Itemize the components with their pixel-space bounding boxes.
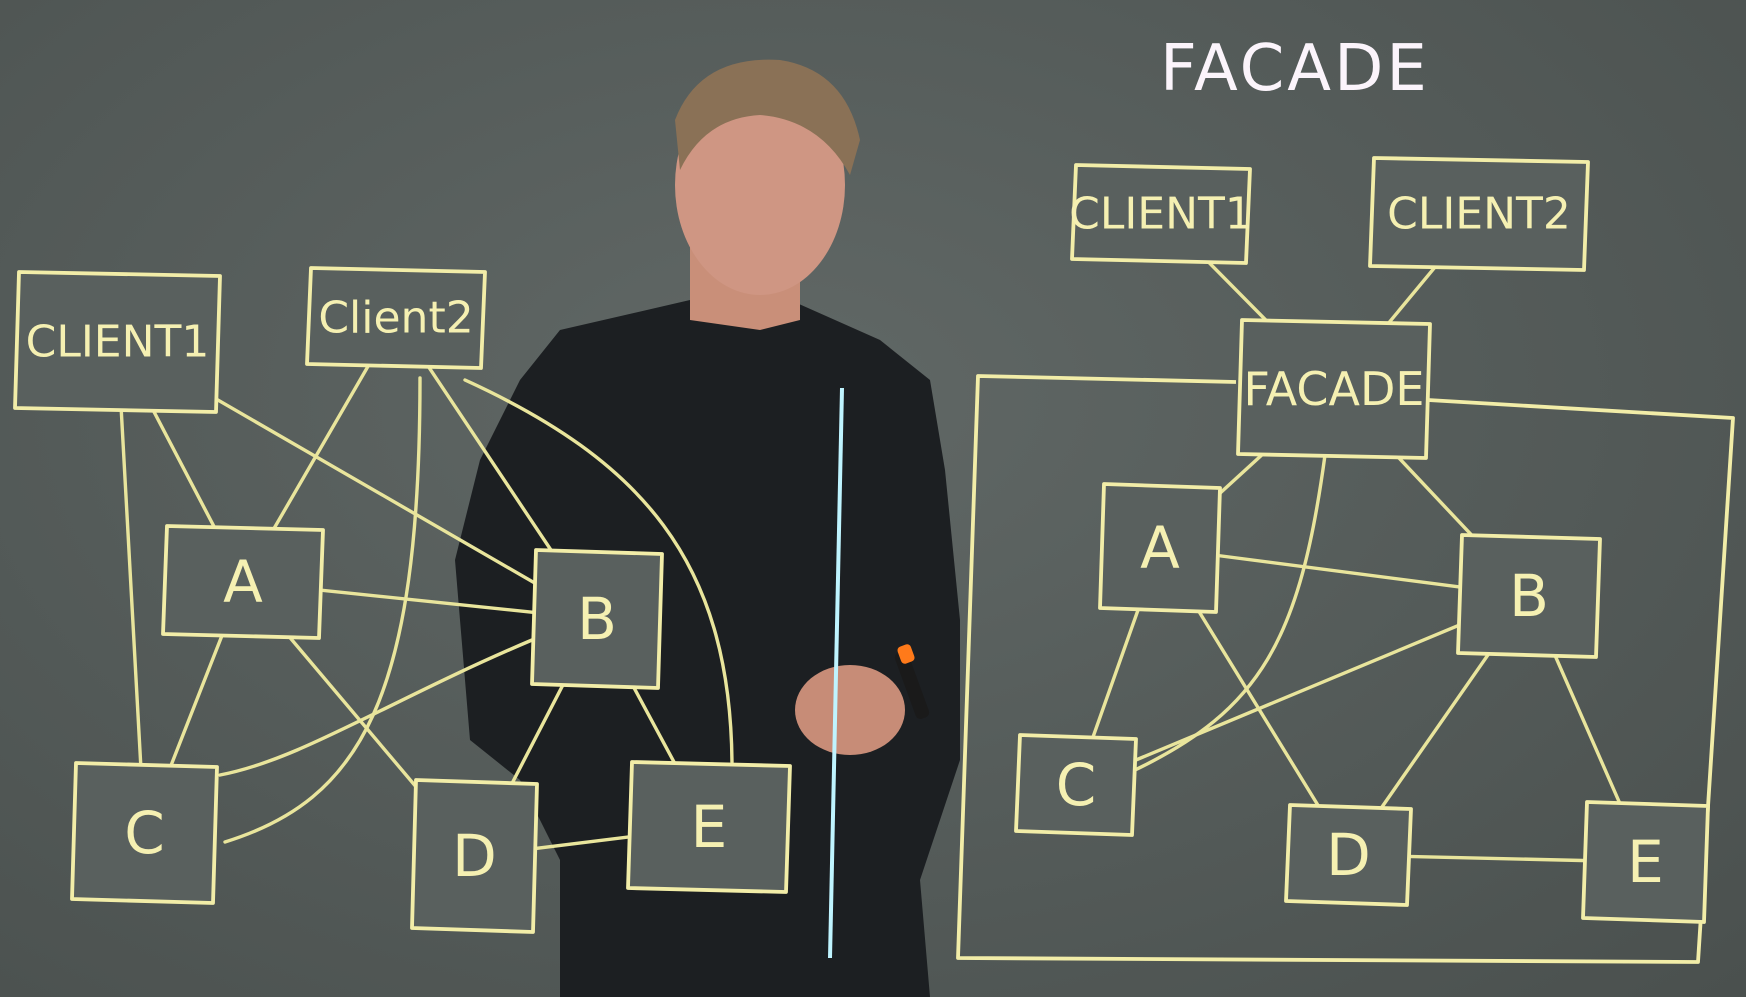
presenter-head — [675, 75, 845, 295]
left-node-client1-fill — [15, 272, 220, 412]
page-title: FACADE — [1160, 32, 1430, 106]
left-node-a-fill — [163, 526, 323, 638]
left-node-client1-label: CLIENT1 — [26, 317, 210, 368]
left-node-a-box — [161, 524, 325, 640]
right-node-d-label: D — [1326, 821, 1371, 889]
right-node-e: E — [1581, 800, 1710, 924]
left-node-client2-label: Client2 — [318, 293, 473, 344]
right-node-a-box — [1098, 482, 1222, 614]
left-node-c-label: C — [124, 799, 165, 867]
right-edge-facade-C — [1133, 453, 1327, 772]
left-node-client1-box — [13, 270, 222, 414]
left-node-d-fill — [412, 780, 537, 932]
right-node-client2-box — [1368, 156, 1590, 272]
right-node-b-fill — [1458, 535, 1600, 657]
left-node-d-box — [410, 778, 539, 934]
right-node-client2-fill — [1370, 158, 1588, 270]
right-node-e-box — [1581, 800, 1710, 924]
right-node-b-label: B — [1509, 562, 1549, 630]
right-node-e-label: E — [1627, 828, 1664, 896]
right-node-c-box — [1014, 733, 1138, 837]
right-node-b: B — [1456, 533, 1602, 659]
right-node-d-fill — [1286, 805, 1411, 905]
left-node-c: C — [70, 761, 219, 905]
right-node-facade-fill — [1238, 320, 1430, 458]
divider-line — [828, 387, 844, 959]
left-node-b-box — [530, 548, 664, 690]
left-node-c-fill — [72, 763, 217, 903]
right-node-a-label: A — [1140, 514, 1180, 582]
right-node-facade-label: FACADE — [1244, 362, 1425, 416]
right-node-d-box — [1284, 803, 1413, 907]
subsystem-boundary — [956, 374, 1735, 964]
right-node-client1: CLIENT1 — [1069, 163, 1253, 265]
right-node-a: A — [1098, 482, 1222, 614]
left-node-a: A — [161, 524, 325, 640]
left-node-client2-box — [305, 266, 487, 370]
right-edge-B-C — [1074, 594, 1531, 787]
right-node-c: C — [1014, 733, 1138, 837]
right-node-d: D — [1284, 803, 1413, 907]
right-node-b-box — [1456, 533, 1602, 659]
left-node-e-box — [626, 760, 792, 894]
left-edge-client1-C — [115, 340, 147, 835]
right-node-c-label: C — [1056, 751, 1097, 819]
right-node-facade: FACADE — [1236, 318, 1432, 460]
left-node-d: D — [410, 778, 539, 934]
left-node-client2-fill — [307, 268, 485, 368]
right-node-client1-fill — [1072, 165, 1250, 263]
right-node-facade-box — [1236, 318, 1432, 460]
presenter-hands — [795, 665, 905, 755]
left-node-a-label: A — [223, 548, 263, 616]
left-edge-B-C — [218, 638, 534, 777]
left-node-c-box — [70, 761, 219, 905]
right-node-client1-box — [1070, 163, 1252, 265]
right-node-client2: CLIENT2 — [1368, 156, 1590, 272]
left-edge-client2-E — [463, 378, 734, 764]
right-node-client1-label: CLIENT1 — [1069, 189, 1253, 240]
right-node-a-fill — [1100, 484, 1220, 612]
left-node-client1: CLIENT1 — [13, 270, 222, 414]
left-node-b-label: B — [577, 585, 617, 653]
right-node-c-fill — [1016, 735, 1136, 835]
right-node-client2-label: CLIENT2 — [1387, 189, 1571, 240]
left-node-e-label: E — [691, 793, 728, 861]
left-node-e: E — [626, 760, 792, 894]
right-node-e-fill — [1583, 802, 1708, 922]
left-node-e-fill — [628, 762, 790, 892]
left-node-b-fill — [532, 550, 662, 688]
left-node-d-label: D — [452, 822, 497, 890]
left-node-client2: Client2 — [305, 266, 487, 370]
left-node-b: B — [530, 548, 664, 690]
